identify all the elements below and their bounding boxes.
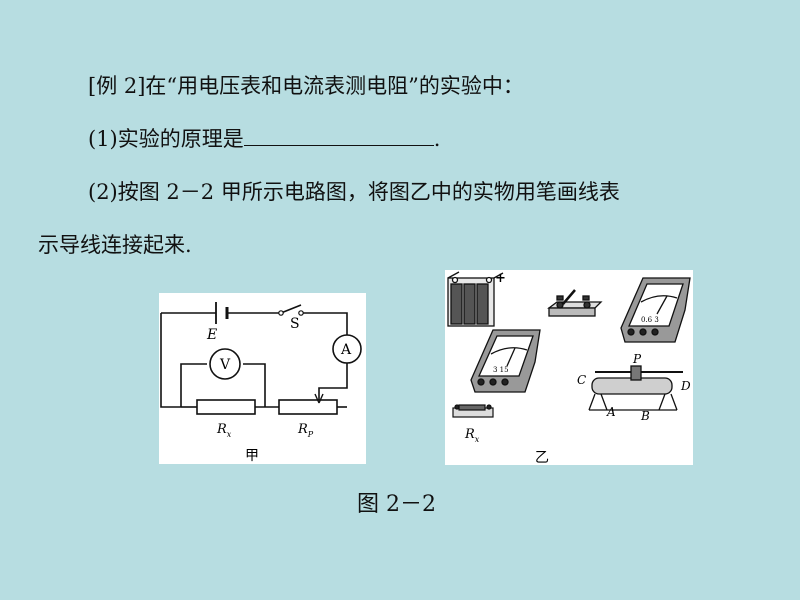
voltmeter-label: V <box>219 357 231 373</box>
voltmeter-scale-label: 3 15 <box>493 366 509 374</box>
example-heading: [例 2]在“用电压表和电流表测电阻”的实验中： <box>88 74 524 98</box>
ammeter-label: A <box>340 342 352 358</box>
apparatus-illustration: + 0.6 3 <box>447 271 691 466</box>
rheostat-terminal-d: D <box>680 379 691 393</box>
question-1-prefix: (1)实验的原理是 <box>88 127 244 151</box>
answer-blank[interactable] <box>243 127 434 146</box>
battery-plus-label: + <box>495 271 506 286</box>
battery-label: E <box>206 327 217 343</box>
ammeter-device-icon <box>620 277 691 343</box>
question-2-line-2: 示导线连接起来. <box>38 233 192 257</box>
apparatus-panel: + 0.6 3 <box>445 270 693 466</box>
circuit-diagram: E S A V Rx RP 甲 <box>160 302 362 464</box>
rheostat-symbol <box>278 399 338 415</box>
switch-contact-right <box>298 310 304 316</box>
switch-contact-left <box>278 310 284 316</box>
rx-resistor <box>196 399 256 415</box>
question-2-line-1: (2)按图 2－2 甲所示电路图，将图乙中的实物用笔画线表 <box>88 180 620 204</box>
rx-label: Rx <box>216 422 232 439</box>
rheostat-device-icon <box>588 365 683 411</box>
voltmeter-symbol <box>209 348 241 380</box>
ammeter-scale-label: 0.6 3 <box>641 316 659 324</box>
rheostat-terminal-b: B <box>640 409 650 423</box>
rheostat-terminal-c: C <box>577 373 586 387</box>
rx-component-label: Rx <box>464 427 480 444</box>
rx-component-icon <box>452 404 494 418</box>
switch-label: S <box>290 316 300 332</box>
rheostat-terminal-a: A <box>606 405 616 419</box>
rheostat-terminal-p: P <box>632 352 642 366</box>
rheostat-slider-arrow <box>314 393 324 404</box>
figure-caption: 图 2－2 <box>357 492 436 517</box>
battery-pack-icon <box>447 271 504 327</box>
apparatus-caption: 乙 <box>535 450 549 465</box>
question-1-period: . <box>433 127 441 151</box>
rp-label: RP <box>297 422 314 439</box>
circuit-caption: 甲 <box>245 448 259 464</box>
circuit-diagram-panel: E S A V Rx RP 甲 <box>159 293 366 464</box>
voltmeter-device-icon <box>470 329 541 393</box>
ammeter-symbol <box>332 334 362 364</box>
question-1: (1)实验的原理是. <box>88 123 440 153</box>
knife-switch-icon <box>547 289 603 317</box>
